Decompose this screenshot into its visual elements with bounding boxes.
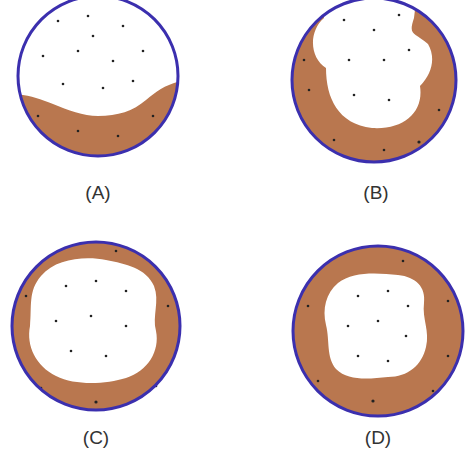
panel-label: (C) — [83, 428, 109, 447]
section-d — [288, 241, 468, 421]
section-b — [284, 0, 464, 170]
section-c — [6, 236, 186, 416]
panel-label: (B) — [363, 183, 388, 202]
panel-label: (A) — [85, 183, 110, 202]
panel-label: (D) — [365, 428, 391, 447]
section-a — [8, 0, 188, 166]
